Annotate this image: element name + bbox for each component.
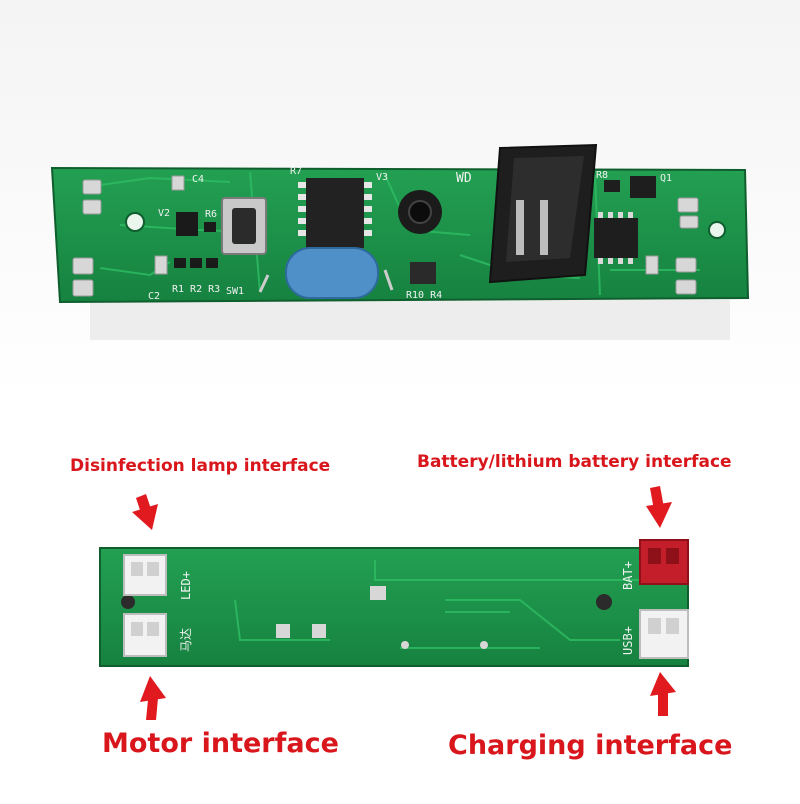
chip-v2: [176, 212, 198, 236]
battery-connector: [639, 539, 689, 585]
silk-wd: WD: [456, 171, 472, 186]
silk-v3: V3: [376, 172, 388, 183]
silk-bat: BAT+: [621, 561, 635, 590]
silk-r7: R7: [290, 166, 302, 177]
label-charging-interface: Charging interface: [448, 730, 733, 761]
smd-resistors: [174, 222, 218, 268]
silk-r6: R6: [205, 209, 217, 220]
dip-ic: [298, 178, 372, 248]
bottom-hole-right: [596, 594, 612, 610]
bottom-hole-left: [121, 595, 135, 609]
led-connector: [123, 554, 167, 596]
silk-r10r4: R10 R4: [406, 290, 442, 301]
small-pads-r10: [410, 262, 436, 284]
motor-connector: [123, 613, 167, 657]
transistor-q1: [630, 176, 656, 198]
soic-chip: [594, 212, 638, 264]
callout-arrows: [132, 486, 676, 720]
round-sensor: [398, 190, 442, 234]
top-pcb-board: C4 C2 V2 R6 R1 R2 R3 SW1 R7 V3 WD R10 R4…: [50, 143, 750, 304]
mount-hole-right: [708, 221, 726, 239]
arrow-battery: [646, 486, 672, 528]
silk-v2: V2: [158, 208, 170, 219]
bottom-traces: [234, 560, 640, 649]
silk-q1: Q1: [660, 173, 672, 184]
silk-r1r2r3: R1 R2 R3: [172, 284, 220, 295]
silk-motor: 马达: [179, 628, 193, 652]
board-shadow: [90, 300, 730, 340]
silk-usb: USB+: [621, 626, 635, 655]
silk-r8: R8: [596, 170, 608, 181]
arrow-disinfection-lamp: [132, 494, 158, 530]
silk-c4: C4: [192, 174, 204, 185]
resistor-r8: [604, 180, 620, 192]
arrow-motor: [140, 676, 166, 720]
mount-hole-left: [125, 212, 145, 232]
tactile-switch: [221, 197, 267, 255]
left-solder-pads: [72, 175, 185, 297]
silk-led: LED+: [179, 571, 193, 600]
black-connector-housing: [488, 143, 598, 284]
arrow-charging: [650, 672, 676, 716]
bottom-pads: [276, 586, 488, 649]
silk-c2: C2: [148, 291, 160, 302]
bottom-pcb-board: LED+ 马达 BAT+ USB+: [99, 539, 689, 667]
right-solder-pads: [645, 197, 699, 295]
usb-connector: [639, 609, 689, 659]
blue-capacitor: [258, 247, 394, 299]
label-battery-interface: Battery/lithium battery interface: [417, 452, 732, 472]
label-motor-interface: Motor interface: [102, 728, 339, 759]
label-disinfection-lamp-interface: Disinfection lamp interface: [70, 456, 331, 476]
silk-sw1: SW1: [226, 286, 244, 297]
